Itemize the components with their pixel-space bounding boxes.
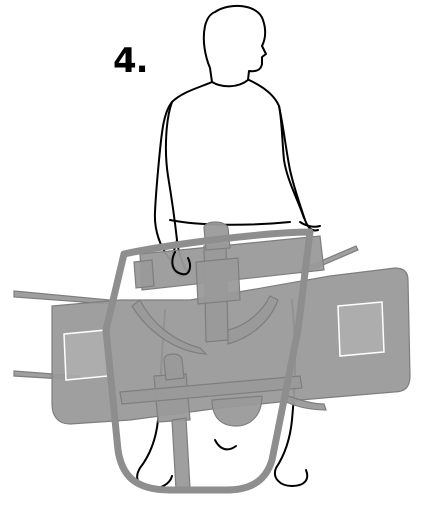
machine-left-bracket	[134, 260, 154, 288]
machine-motor	[196, 258, 240, 304]
machine	[14, 222, 410, 490]
machine-lower-knob	[164, 354, 184, 380]
person-head	[204, 6, 266, 86]
machine-deck-window	[64, 330, 108, 380]
machine-lower-post	[172, 418, 190, 490]
machine-bowl	[212, 396, 262, 426]
right-hand-grip	[300, 222, 320, 227]
person-inner-leg	[215, 440, 236, 449]
person-belt	[170, 220, 290, 225]
machine-right-window	[338, 302, 384, 356]
